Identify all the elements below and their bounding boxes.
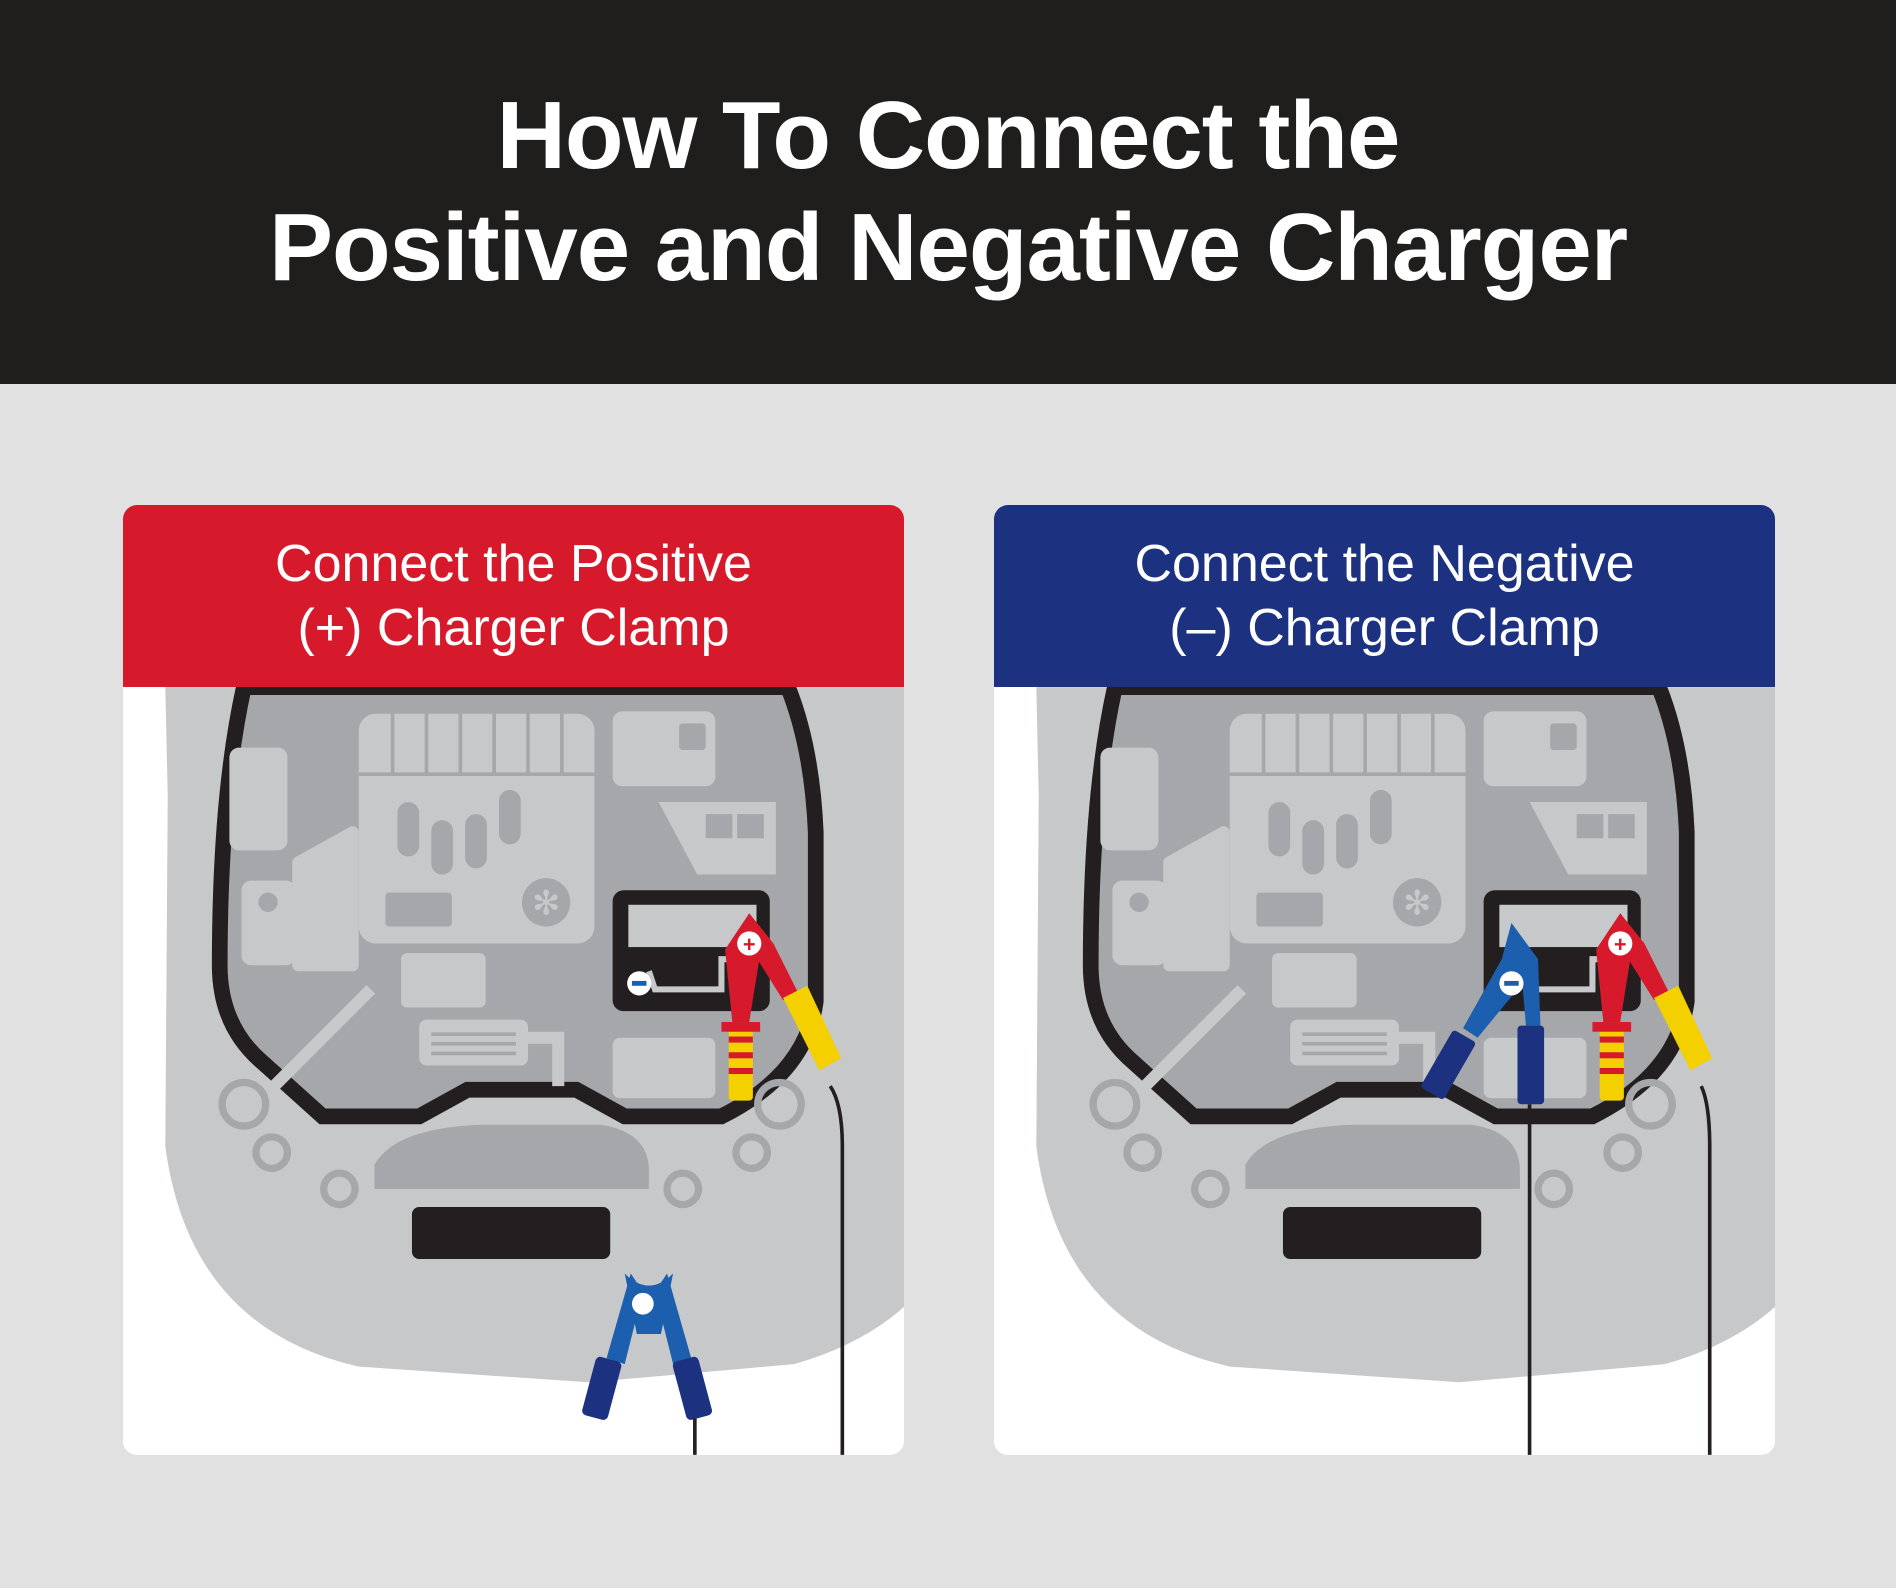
engine-bay-illustration: [994, 687, 1775, 1455]
step-card-negative: Connect the Negative (–) Charger Clamp: [994, 505, 1775, 1455]
title-line-2: Positive and Negative Charger: [268, 194, 1628, 301]
title-banner: How To Connect the Positive and Negative…: [0, 0, 1896, 384]
step-header-positive: Connect the Positive (+) Charger Clamp: [123, 505, 904, 687]
step-title-line-1: Connect the Negative: [1134, 535, 1635, 593]
blue-negative-clamp-connected: [1421, 922, 1545, 1105]
step-card-positive: Connect the Positive (+) Charger Clamp: [123, 505, 904, 1455]
page-title: How To Connect the Positive and Negative…: [268, 80, 1628, 304]
step-title-line-1: Connect the Positive: [275, 535, 752, 593]
engine-bay: [1036, 687, 1775, 1382]
step-title-line-2: (+) Charger Clamp: [297, 599, 730, 657]
engine-bay: [165, 687, 904, 1382]
positive-cable: [828, 1085, 845, 1455]
positive-cable: [1699, 1085, 1712, 1455]
engine-bay-illustration: [123, 687, 904, 1455]
blue-negative-clamp-unattached: [582, 1273, 713, 1455]
title-line-1: How To Connect the: [496, 82, 1401, 189]
step-header-negative: Connect the Negative (–) Charger Clamp: [994, 505, 1775, 687]
step-title-line-2: (–) Charger Clamp: [1169, 599, 1600, 657]
